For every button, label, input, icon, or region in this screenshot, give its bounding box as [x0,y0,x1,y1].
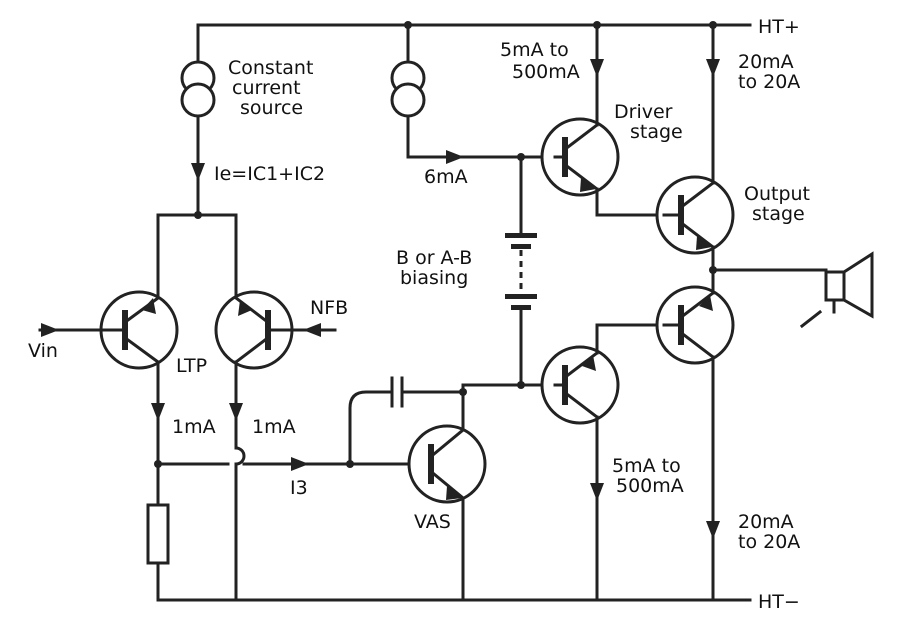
ltp-load-resistor [146,503,170,565]
six-ma-label: 6mA [424,166,468,188]
output-top-current-arrow [706,59,720,77]
i3-label: I3 [290,477,308,499]
vin-arrow [41,323,59,337]
ccs-label-3: source [240,97,303,119]
lower-driver-transistor [540,323,666,602]
vin-label: Vin [28,340,58,362]
biasing-label-2: biasing [400,267,468,289]
vas-transistor [407,390,487,602]
output-stage-label-1: Output [744,183,810,205]
biasing-label-1: B or A-B [396,247,472,269]
nfb-arrow [303,323,321,337]
lower-output-transistor [655,285,735,365]
output-top-current-label-1: 20mA [738,51,794,73]
ht-plus-label: HT+ [758,16,800,38]
upper-output-transistor [655,175,735,255]
ltp-label: LTP [176,355,207,377]
constant-current-source [180,23,216,217]
driver-stage-label-2: stage [630,121,683,143]
bias-battery [505,153,537,389]
output-rail [709,21,828,602]
vas-label: VAS [414,511,451,533]
ltp-right-current-label: 1mA [252,416,296,438]
ltp-right-current-arrow [229,403,243,421]
ltp-left-current-label: 1mA [172,416,216,438]
driver-stage-label-1: Driver [614,101,673,123]
ht-minus-label: HT− [758,591,800,613]
driver-bottom-current-label-1: 5mA to [612,455,681,477]
six-ma-arrow [446,150,464,164]
driver-bottom-current-arrow [590,483,604,501]
i3-arrow [291,457,309,471]
driver-bottom-current-label-2: 500mA [616,475,684,497]
miller-capacitor [348,376,465,466]
vas-current-source [390,23,557,159]
ie-formula-label: Ie=IC1+IC2 [214,163,325,185]
nfb-label: NFB [310,297,348,319]
output-bottom-current-label-2: to 20A [738,531,800,553]
loudspeaker-icon [799,251,874,329]
output-top-current-label-2: to 20A [738,71,800,93]
ltp-right-transistor [214,213,337,602]
ccs-label-2: current [232,77,301,99]
output-bottom-current-label-1: 20mA [738,511,794,533]
ltp-left-current-arrow [151,403,165,421]
driver-top-current-label-2: 500mA [512,61,580,83]
output-stage-label-2: stage [752,203,805,225]
driver-top-current-label-1: 5mA to [500,39,569,61]
driver-top-current-arrow [590,59,604,77]
output-bottom-current-arrow [706,521,720,539]
tail-current-arrow [191,163,205,181]
ccs-label-1: Constant [228,57,313,79]
